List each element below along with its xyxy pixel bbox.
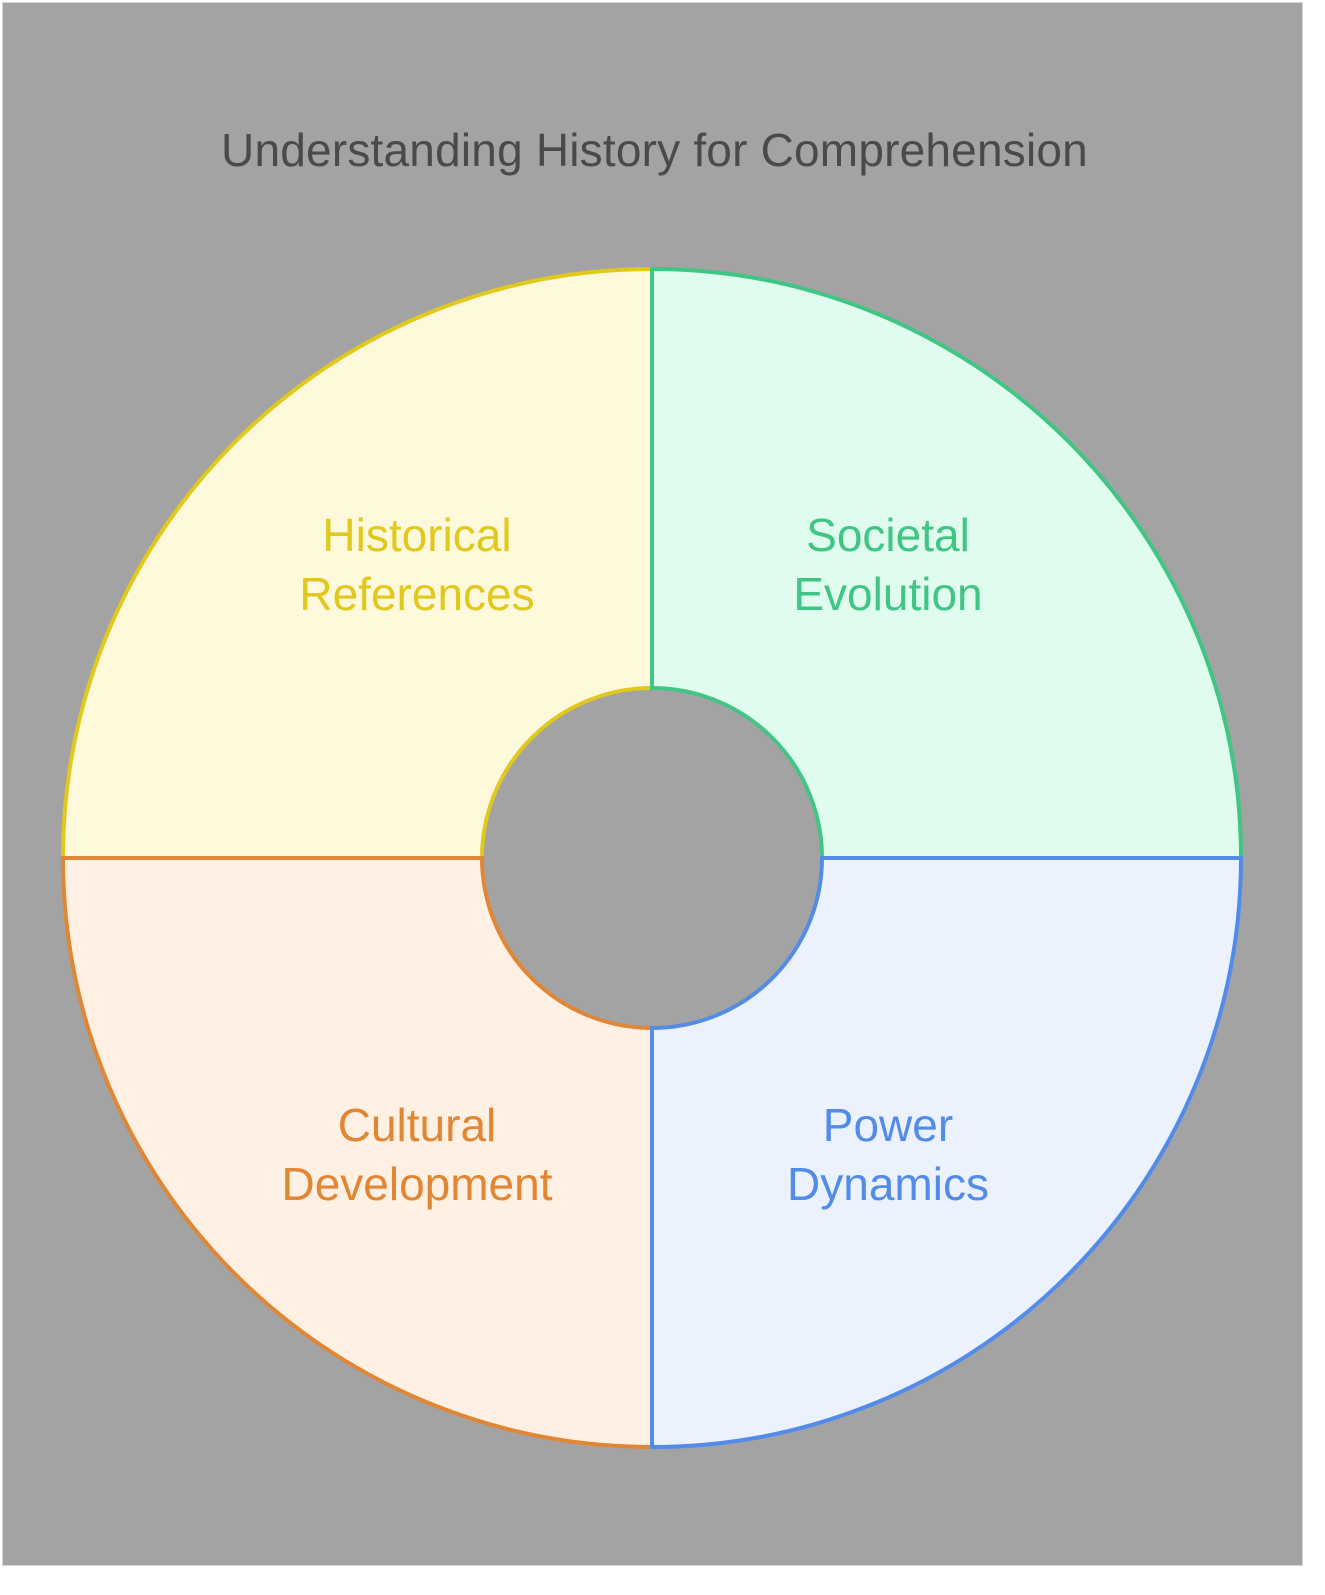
label-line: Societal [806,509,970,561]
label-historical-references: Historical References [217,506,617,624]
label-line: Dynamics [787,1158,989,1210]
segment-cultural-development[interactable] [60,856,654,1450]
label-line: Development [281,1158,553,1210]
label-line: Cultural [337,1099,497,1151]
label-line: References [299,568,535,620]
diagram-title: Understanding History for Comprehension [221,124,1088,176]
diagram-canvas: Understanding History for Comprehension … [2,2,1303,1566]
segment-power-dynamics[interactable] [650,856,1244,1450]
label-line: Evolution [793,568,983,620]
ring-diagram [60,266,1244,1450]
label-line: Historical [322,509,512,561]
label-cultural-development: Cultural Development [217,1096,617,1214]
label-power-dynamics: Power Dynamics [688,1096,1088,1214]
label-societal-evolution: Societal Evolution [688,506,1088,624]
segment-historical-references[interactable] [60,266,654,860]
segment-societal-evolution[interactable] [650,266,1244,860]
label-line: Power [822,1099,954,1151]
center-hole [484,690,820,1026]
